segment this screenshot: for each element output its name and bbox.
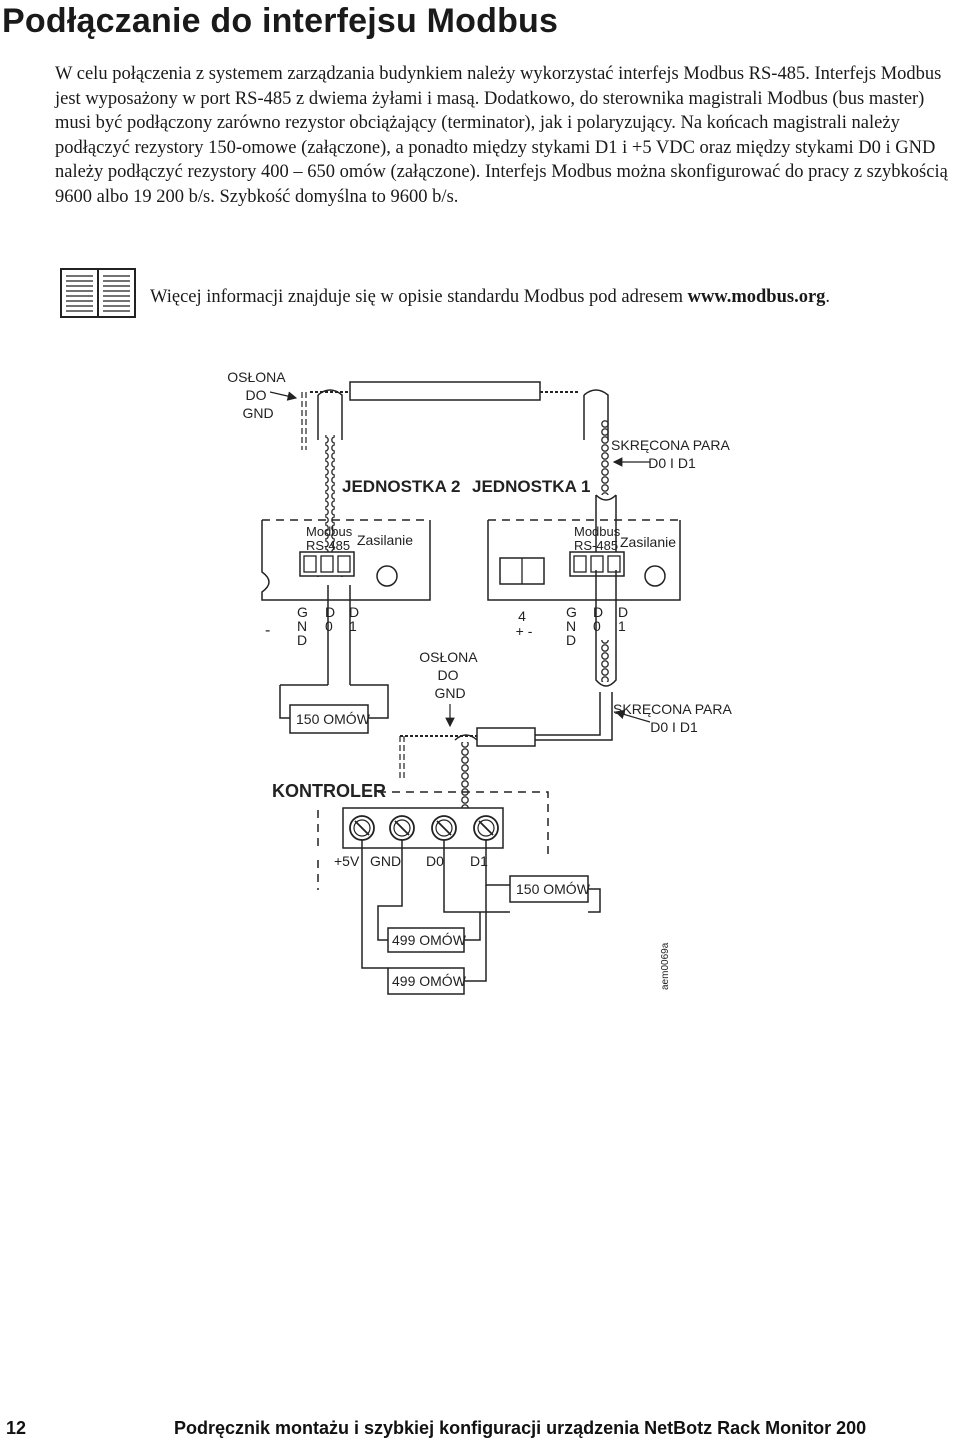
controller-pin-5v: +5V (334, 853, 360, 869)
controller-pin-d0: D0 (426, 853, 444, 869)
resistor-499-label-a: 499 OMÓW (392, 932, 467, 948)
twisted-pair-label-2: SKRĘCONA PARA D0 I D1 (613, 701, 735, 735)
twisted-pair-label-1: SKRĘCONA PARA D0 I D1 (611, 437, 733, 471)
unit2-label: JEDNOSTKA 2 (342, 477, 460, 496)
page-title: Podłączanie do interfejsu Modbus (2, 2, 559, 40)
screw-terminal (431, 815, 457, 841)
resistor-499-label-b: 499 OMÓW (392, 973, 467, 989)
unit2-power-label: Zasilanie (357, 532, 413, 548)
page-number: 12 (6, 1418, 27, 1438)
modbus-link[interactable]: www.modbus.org (687, 287, 826, 307)
controller-resistors (361, 840, 601, 995)
controller-label: KONTROLER (272, 781, 386, 801)
unit1-pin-d1: D 1 (618, 604, 632, 634)
screw-terminal (389, 815, 415, 841)
note-text: Więcej informacji znajduje się w opisie … (150, 287, 688, 307)
book-icon (60, 268, 136, 318)
unit1-label: JEDNOSTKA 1 (472, 477, 590, 496)
more-info-note: Więcej informacji znajduje się w opisie … (150, 287, 830, 308)
resistor-150-label-b: 150 OMÓW (516, 881, 591, 897)
resistor-150-label-a: 150 OMÓW (296, 711, 371, 727)
document-title: Podręcznik montażu i szybkiej konfigurac… (174, 1418, 867, 1438)
twisted-pair-unit2 (325, 435, 335, 570)
figure-code: aem0069a (660, 942, 671, 990)
controller-terminal-block (317, 791, 549, 890)
note-end: . (825, 287, 831, 307)
unit1-device (487, 519, 681, 601)
twisted-pair-unit1 (601, 420, 611, 495)
screw-terminal (473, 815, 499, 841)
wiring-diagram: OSŁONA DO GND SKRĘCONA PARA D0 I D1 JEDN… (227, 369, 735, 995)
unit2-minus: - (265, 622, 270, 639)
unit2-pin-d0: D 0 (325, 604, 339, 634)
unit1-power-pins: 4 + - (516, 608, 533, 639)
unit1-pin-gnd: G N D (566, 604, 581, 648)
unit1-pin-d0: D 0 (593, 604, 607, 634)
shield-label-2: OSŁONA DO GND (419, 649, 480, 701)
unit2-device (261, 519, 431, 601)
resistor-150-unit2 (279, 585, 389, 734)
unit1-modbus-label: Modbus RS-485 (574, 524, 624, 553)
controller-pin-d1: D1 (470, 853, 488, 869)
lower-cable (399, 570, 617, 817)
screw-terminal (349, 815, 375, 841)
intro-paragraph: W celu połączenia z systemem zarządzania… (55, 64, 948, 207)
shield-label-1: OSŁONA DO GND (227, 369, 288, 421)
unit1-power-label: Zasilanie (620, 534, 676, 550)
unit2-pin-gnd: G N D (297, 604, 312, 648)
top-cable (301, 381, 609, 450)
unit2-pin-d1: D 1 (349, 604, 363, 634)
controller-pin-gnd: GND (370, 853, 401, 869)
unit2-modbus-label: Modbus RS-485 (306, 524, 356, 553)
